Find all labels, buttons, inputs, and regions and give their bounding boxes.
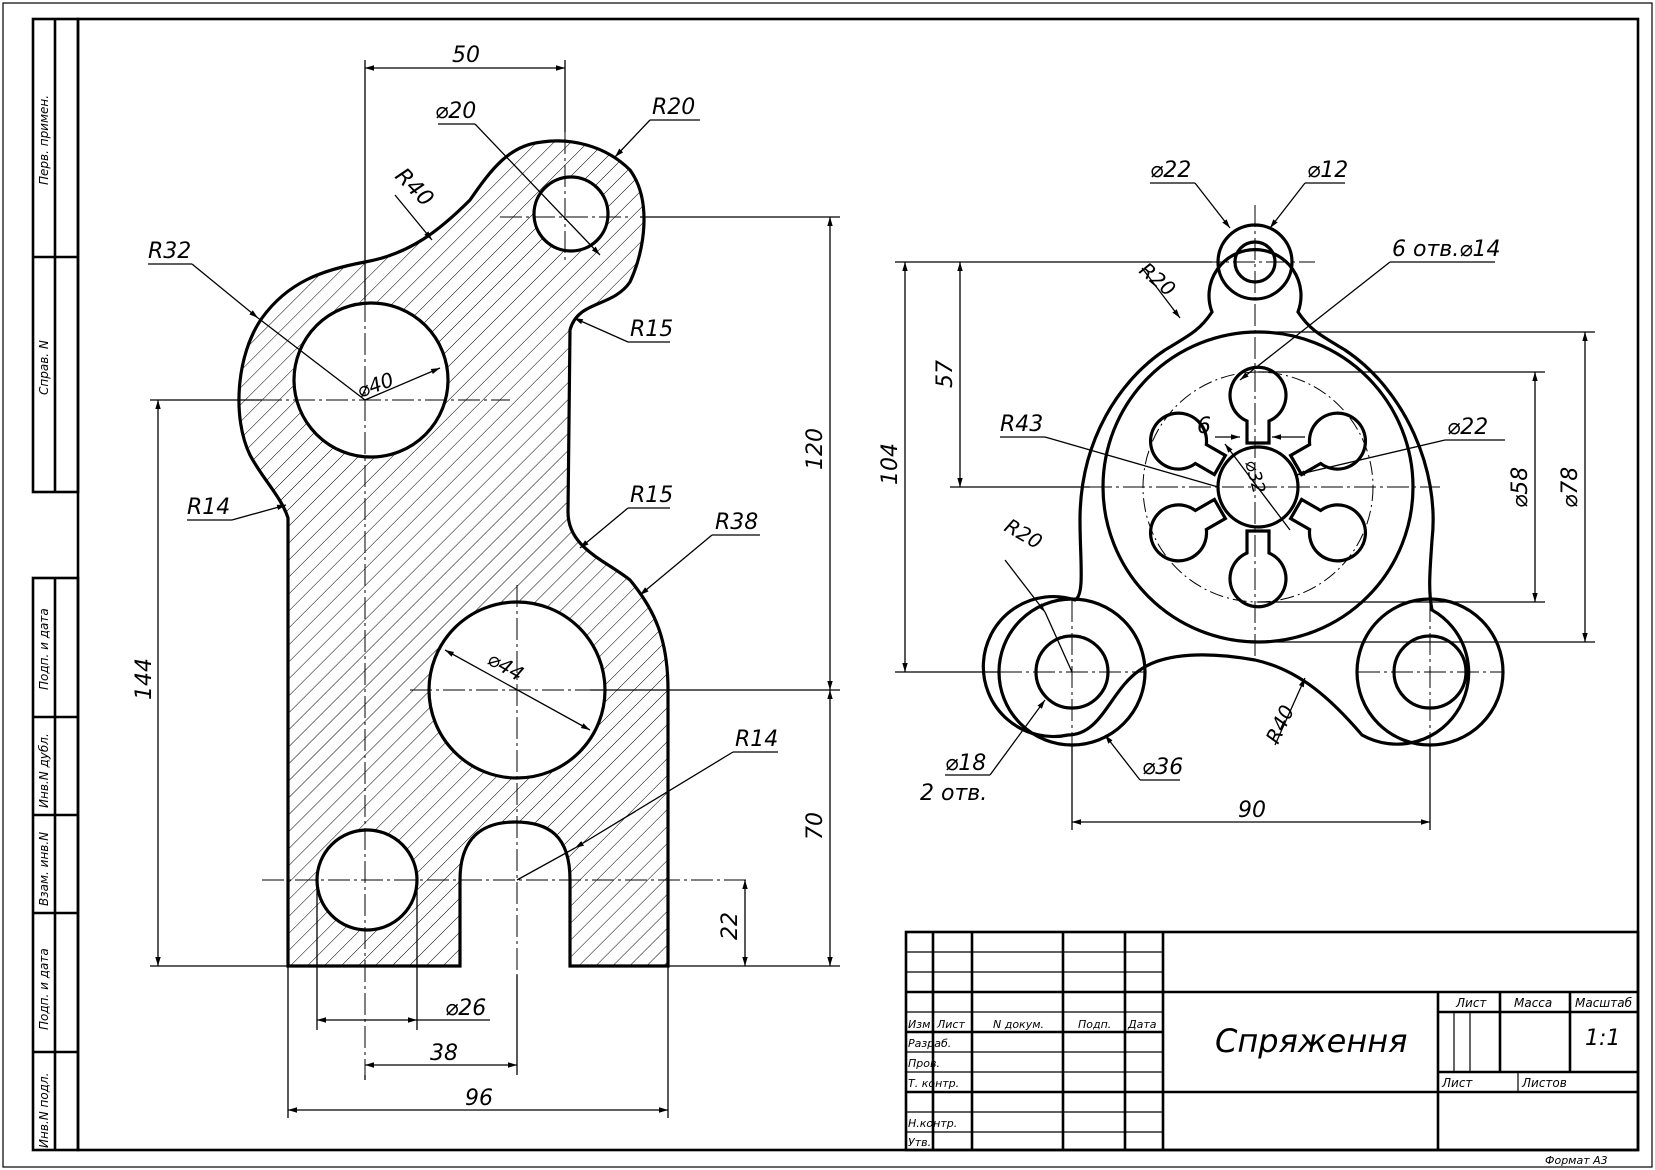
keyhole-slots: [1148, 365, 1368, 609]
tb-h-list: Лист: [1455, 996, 1487, 1010]
tb-row-utv: Утв.: [908, 1136, 931, 1149]
tb-col-podp: Подп.: [1078, 1018, 1111, 1031]
dim-dia-78: ⌀78: [1558, 467, 1583, 508]
dim-57: 57: [933, 360, 958, 388]
dim-r14-left: R14: [187, 495, 230, 520]
tb-row-prov: Пров.: [908, 1057, 940, 1070]
dim-22: 22: [718, 912, 743, 940]
dim-6-holes-14: 6 отв.⌀14: [1392, 237, 1500, 262]
dim-38: 38: [430, 1041, 458, 1066]
dim-r14-right: R14: [735, 727, 778, 752]
dim-dia-22-mid: ⌀22: [1447, 415, 1488, 440]
tb-col-ndoc: N докум.: [993, 1018, 1044, 1031]
dim-104: 104: [878, 443, 903, 485]
tb-h-masshtab: Масштаб: [1575, 996, 1633, 1010]
stamp-podp-data-1: Подп. и дата: [37, 608, 51, 690]
part1-outline: [237, 139, 670, 968]
tb-row-nkontr: Н.контр.: [908, 1117, 957, 1130]
dim-r38: R38: [715, 510, 758, 535]
tb-col-list: Лист: [936, 1018, 965, 1031]
dim-dia-12: ⌀12: [1307, 158, 1348, 183]
dim-2-holes: 2 отв.: [920, 781, 987, 806]
side-stamp-lower: Подп. и дата Инв.N дубл. Взам. инв.N Под…: [31, 576, 80, 1152]
dim-dia-20: ⌀20: [435, 99, 476, 124]
tb-col-data: Дата: [1127, 1018, 1157, 1031]
dim-r40: R40: [390, 164, 438, 212]
dim-90: 90: [1238, 798, 1266, 823]
dim-dia-36: ⌀36: [1142, 755, 1183, 780]
dim-r20-left: R20: [1001, 514, 1047, 554]
dim-dia-26: ⌀26: [445, 996, 486, 1021]
stamp-inv-podl: Инв.N подл.: [37, 1073, 51, 1148]
dim-dia-58: ⌀58: [1508, 467, 1533, 508]
tb-col-izm: Изм: [908, 1018, 930, 1031]
dim-96: 96: [465, 1086, 493, 1111]
stamp-perv-primen: Перв. примен.: [37, 95, 51, 185]
side-stamp-upper: Перв. примен. Справ. N: [31, 17, 80, 494]
dim-144: 144: [132, 658, 157, 700]
dim-r15-upper: R15: [630, 317, 673, 342]
dim-120: 120: [803, 428, 828, 470]
tb-row-razrab: Разраб.: [908, 1037, 951, 1050]
stamp-vzam-inv: Взам. инв.N: [37, 832, 51, 906]
stamp-sprav-n: Справ. N: [37, 340, 51, 395]
dim-70: 70: [803, 812, 828, 840]
stamp-podp-data-2: Подп. и дата: [37, 948, 51, 1030]
tb-format: Формат А3: [1545, 1154, 1608, 1167]
tb-title: Спряження: [1215, 1022, 1407, 1060]
dim-dia-18: ⌀18: [945, 751, 986, 776]
stamp-inv-dubl: Инв.N дубл.: [37, 733, 51, 808]
tb-scale: 1:1: [1585, 1026, 1620, 1051]
title-block: Изм Лист N докум. Подп. Дата Разраб. Про…: [904, 930, 1640, 1167]
dim-6: 6: [1197, 414, 1211, 439]
dim-r43: R43: [1000, 412, 1043, 437]
dim-r15-lower: R15: [630, 483, 673, 508]
dim-dia-44: ⌀44: [484, 647, 528, 687]
dim-r40-flange: R40: [1261, 701, 1299, 747]
tb-sheet-listov: Листов: [1521, 1076, 1567, 1090]
part2-outline: [981, 248, 1471, 746]
dim-dia-40: ⌀40: [354, 367, 397, 402]
dim-r20: R20: [652, 95, 695, 120]
dim-r20-top: R20: [1135, 257, 1181, 301]
part1-view: 50 120 70 22 144 ⌀26 38 96 ⌀20 R20 R40 R…: [132, 43, 840, 1118]
tb-row-tkontr: Т. контр.: [908, 1077, 959, 1090]
part2-view: 104 57 ⌀78 ⌀58 90 ⌀22 ⌀12 6 отв.⌀14 R20 …: [878, 158, 1595, 830]
dim-dia-22-top: ⌀22: [1150, 158, 1191, 183]
dim-r32: R32: [148, 239, 191, 264]
dim-dia-32: ⌀32: [1240, 458, 1269, 496]
tb-sheet-list: Лист: [1441, 1076, 1473, 1090]
dim-50: 50: [452, 43, 480, 68]
tb-h-massa: Масса: [1514, 996, 1552, 1010]
